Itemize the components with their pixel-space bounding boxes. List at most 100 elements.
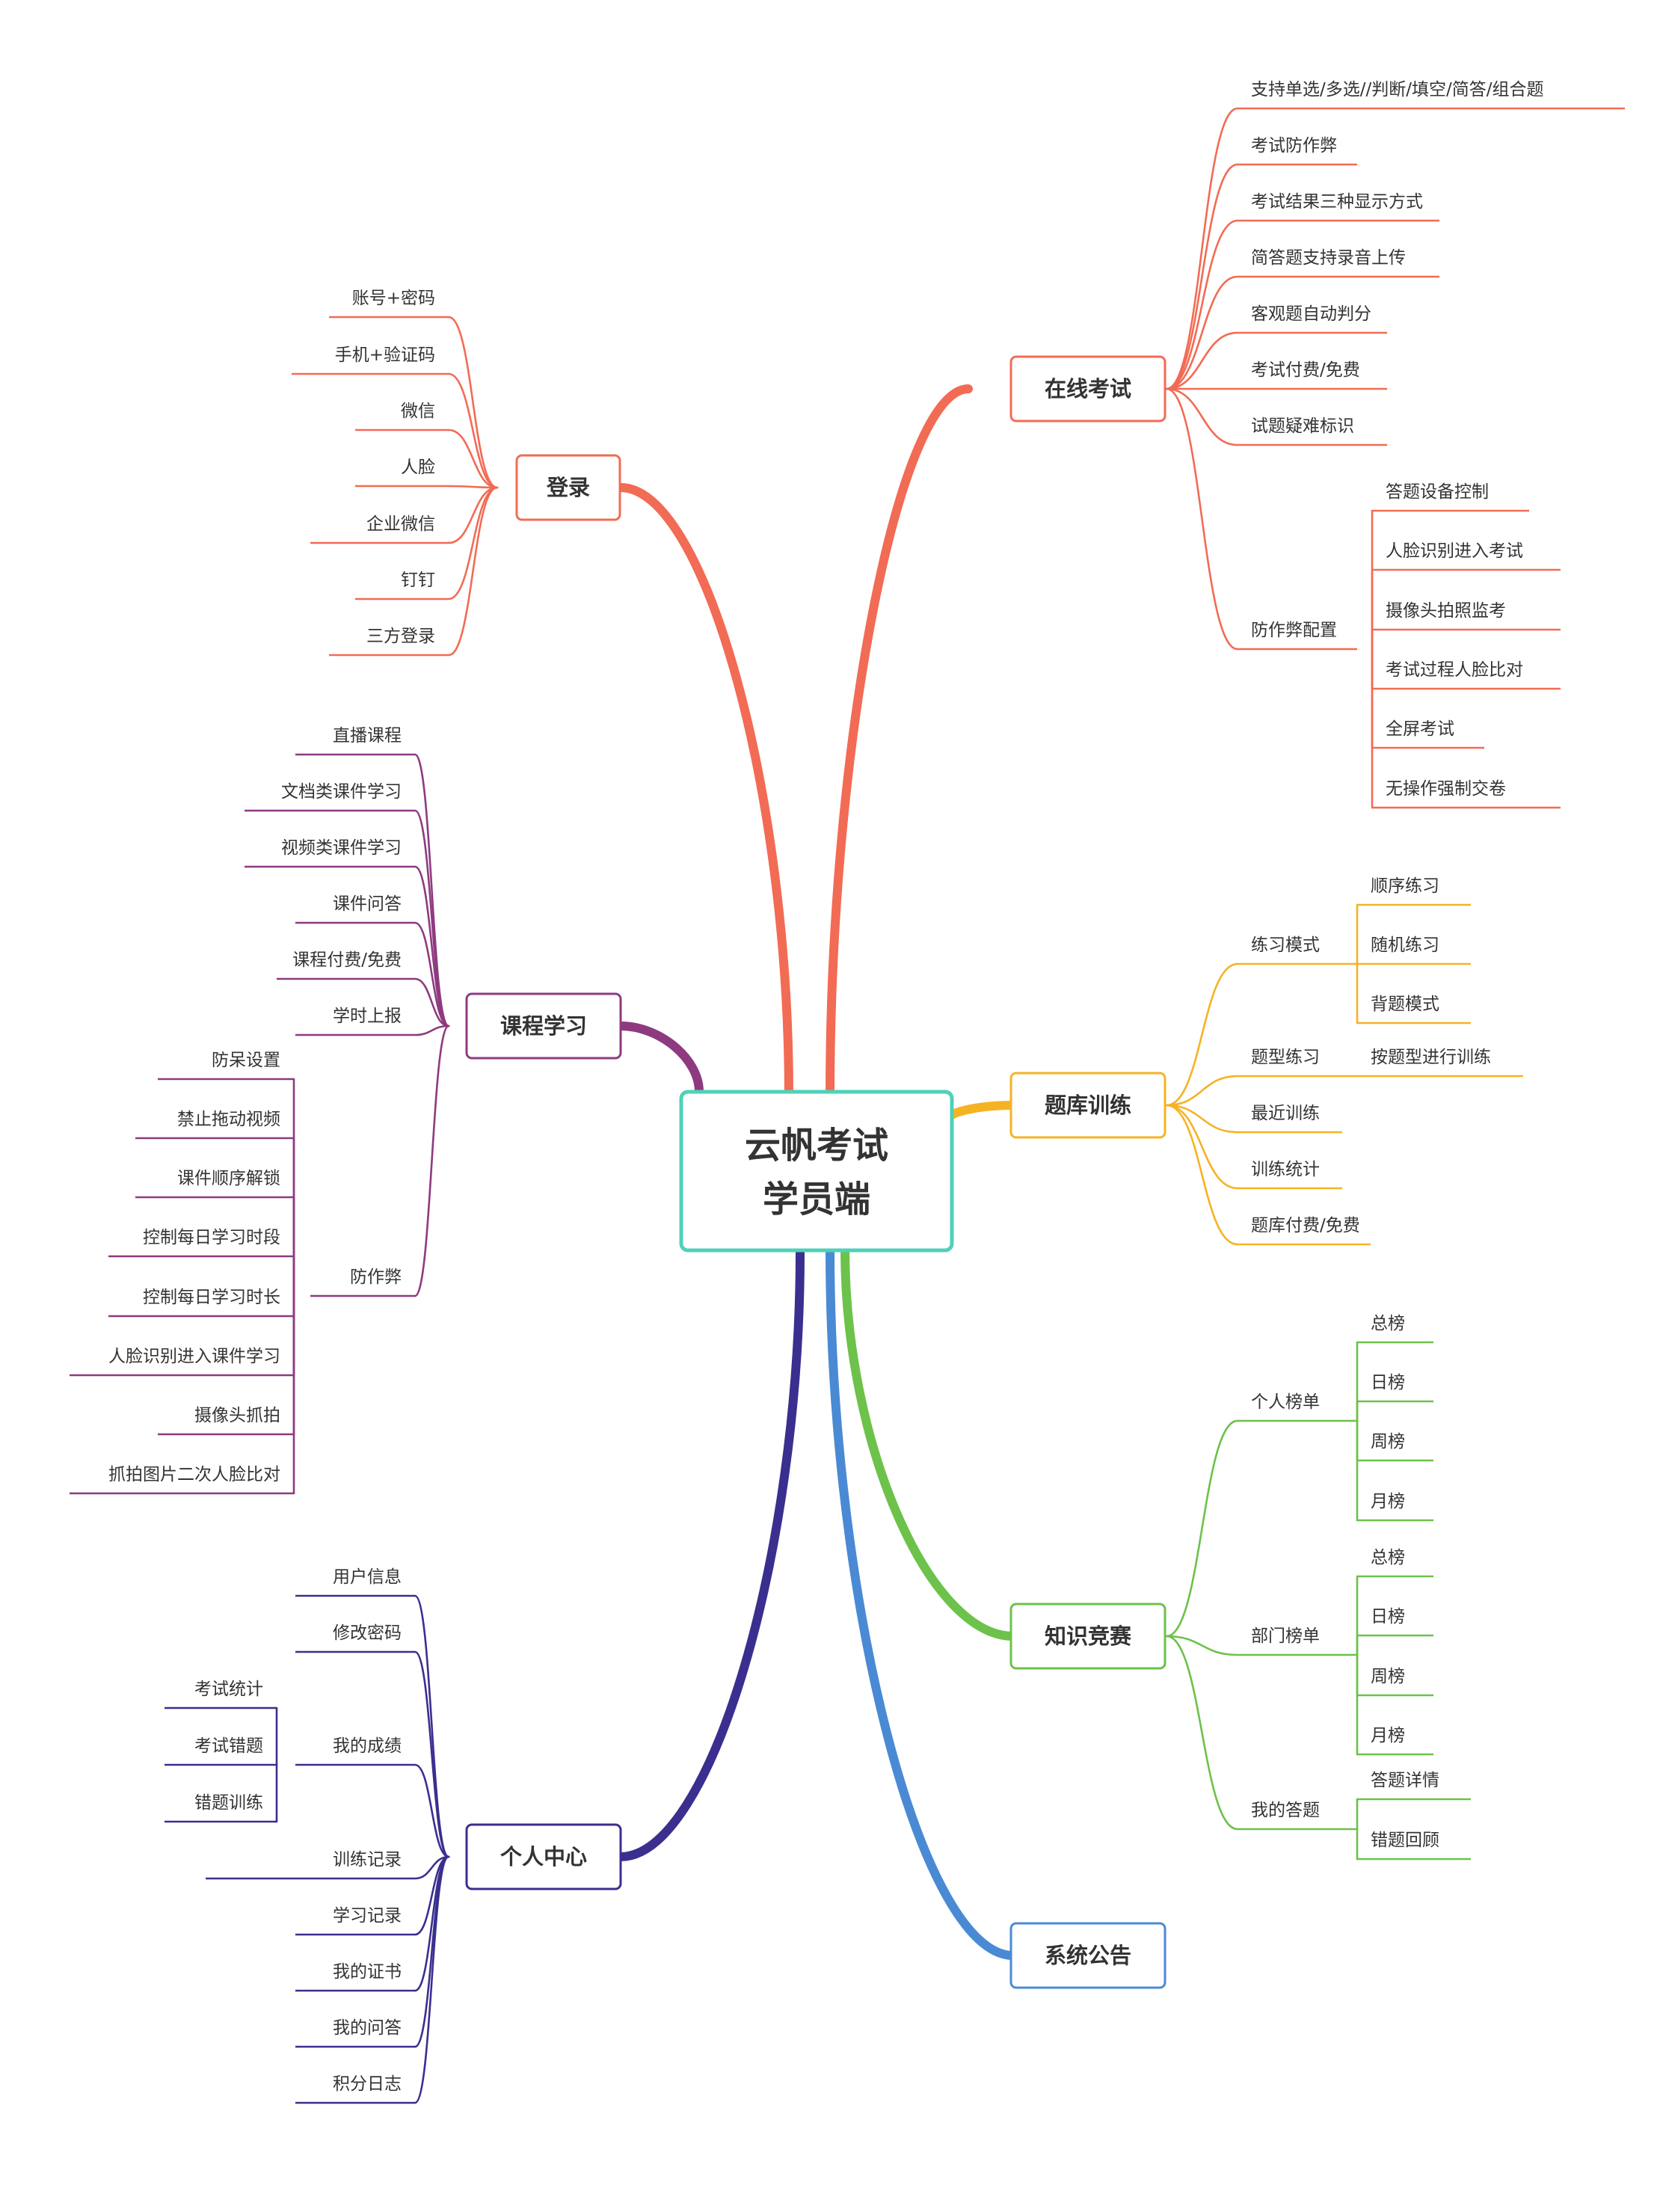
- topic-label-personal: 个人中心: [500, 1844, 587, 1870]
- topic-label-online-exam: 在线考试: [1045, 376, 1131, 402]
- topic-label-course: 课程学习: [500, 1013, 587, 1039]
- online-exam-item-3: 简答题支持录音上传: [1251, 248, 1406, 268]
- personal-rank-item-0: 总榜: [1371, 1314, 1405, 1333]
- dept-rank-item-3: 月榜: [1371, 1726, 1405, 1745]
- course-item-5: 学时上报: [333, 1007, 402, 1026]
- question-bank-item-0: 练习模式: [1251, 936, 1320, 955]
- central-title-line1: 云帆考试: [745, 1125, 888, 1167]
- login-item-6: 三方登录: [366, 627, 435, 646]
- topic-label-contest: 知识竞赛: [1045, 1623, 1132, 1649]
- anti-cheat-config-item-3: 考试过程人脸比对: [1386, 660, 1523, 680]
- course-anticheat-item-5: 人脸识别进入课件学习: [108, 1347, 280, 1366]
- practice-mode-item-2: 背题模式: [1371, 995, 1439, 1014]
- personal-item-3: 训练记录: [333, 1850, 402, 1870]
- anti-cheat-config-item-5: 无操作强制交卷: [1386, 779, 1506, 799]
- login-item-0: 账号+密码: [352, 289, 435, 308]
- connector-lines: [70, 107, 1625, 2104]
- question-bank-item-4: 题库付费/免费: [1251, 1216, 1360, 1235]
- connector-curve: [1165, 107, 1239, 390]
- personal-rank-item-1: 日榜: [1371, 1373, 1405, 1392]
- my-score-item-2: 错题训练: [194, 1793, 263, 1813]
- main-branch-line: [945, 1101, 1018, 1122]
- personal-item-7: 积分日志: [333, 2074, 402, 2094]
- dept-rank-item-0: 总榜: [1371, 1548, 1405, 1567]
- personal-item-5: 我的证书: [333, 1962, 402, 1982]
- login-item-1: 手机+验证码: [335, 345, 435, 365]
- connector-curve: [414, 1024, 450, 1297]
- course-anticheat-item-3: 控制每日学习时段: [143, 1228, 280, 1247]
- connector-curve: [414, 809, 450, 1027]
- topic-label-login: 登录: [546, 475, 590, 500]
- connector-curve: [414, 865, 450, 1027]
- login-item-5: 钉钉: [401, 571, 435, 590]
- connector-curve: [414, 1763, 450, 1858]
- course-anticheat-item-4: 控制每日学习时长: [143, 1288, 280, 1307]
- my-score-item-0: 考试统计: [194, 1680, 263, 1699]
- connector-curve: [1165, 962, 1239, 1107]
- connector-curve: [447, 485, 499, 489]
- contest-item-0: 个人榜单: [1251, 1392, 1320, 1412]
- personal-rank-item-2: 周榜: [1371, 1432, 1405, 1451]
- connector-curve: [1165, 387, 1239, 446]
- main-branch-line: [840, 1244, 1018, 1641]
- anti-cheat-config-item-2: 摄像头拍照监考: [1386, 601, 1506, 621]
- topic-box-notice: [1009, 1922, 1166, 1989]
- personal-item-1: 修改密码: [333, 1623, 402, 1643]
- question-bank-item-2: 最近训练: [1251, 1104, 1320, 1123]
- connector-curve: [1165, 1075, 1239, 1107]
- question-bank-item-3: 训练统计: [1251, 1160, 1320, 1179]
- central-topic-box: [679, 1090, 954, 1253]
- login-item-3: 人脸: [401, 458, 435, 477]
- connector-curve: [1165, 1635, 1239, 1656]
- connector-curve: [1165, 1104, 1239, 1134]
- connector-curve: [447, 486, 499, 600]
- dept-rank-item-2: 周榜: [1371, 1667, 1405, 1686]
- connector-curve: [414, 1594, 450, 1858]
- my-answers-item-0: 答题详情: [1371, 1771, 1439, 1790]
- connector-curve: [447, 486, 499, 544]
- connector-curve: [1165, 1635, 1239, 1831]
- main-branch-line: [826, 384, 973, 1100]
- personal-item-2: 我的成绩: [333, 1736, 402, 1756]
- connector-curve: [414, 1024, 450, 1036]
- anti-cheat-config-item-4: 全屏考试: [1386, 719, 1454, 739]
- course-item-0: 直播课程: [333, 726, 402, 746]
- connector-curve: [414, 977, 450, 1027]
- connector-curve: [414, 753, 450, 1027]
- topic-box-question-bank: [1009, 1072, 1166, 1139]
- main-branch-line: [826, 1244, 1018, 1960]
- connector-curve: [414, 1650, 450, 1858]
- contest-item-2: 我的答题: [1251, 1801, 1320, 1820]
- connector-curve: [1165, 1104, 1239, 1246]
- course-item-2: 视频类课件学习: [281, 838, 402, 858]
- my-score-item-1: 考试错题: [194, 1736, 263, 1756]
- mind-map-nodes: 支持单选/多选//判断/填空/简答/组合题考试防作弊考试结果三种显示方式简答题支…: [108, 80, 1544, 2094]
- online-exam-item-1: 考试防作弊: [1251, 136, 1337, 156]
- course-anticheat-item-1: 禁止拖动视频: [177, 1110, 280, 1129]
- online-exam-item-0: 支持单选/多选//判断/填空/简答/组合题: [1251, 80, 1544, 99]
- topic-box-online-exam: [1009, 355, 1166, 423]
- connector-curve: [447, 316, 499, 489]
- course-anticheat-item-7: 抓拍图片二次人脸比对: [108, 1465, 280, 1484]
- connector-curve: [1165, 331, 1239, 390]
- practice-mode-item-0: 顺序练习: [1371, 876, 1439, 896]
- question-type-item-0: 按题型进行训练: [1371, 1048, 1491, 1067]
- personal-rank-item-3: 月榜: [1371, 1492, 1405, 1511]
- connector-curve: [1165, 387, 1239, 651]
- personal-item-4: 学习记录: [333, 1906, 402, 1926]
- topic-label-notice: 系统公告: [1045, 1943, 1131, 1968]
- connector-curve: [1165, 163, 1239, 390]
- course-item-3: 课件问答: [333, 894, 402, 914]
- question-bank-item-1: 题型练习: [1251, 1048, 1320, 1067]
- online-exam-item-4: 客观题自动判分: [1251, 304, 1371, 324]
- personal-item-6: 我的问答: [333, 2018, 402, 2038]
- topic-box-personal: [465, 1823, 622, 1890]
- connector-curve: [414, 921, 450, 1027]
- connector-curve: [447, 372, 499, 489]
- anti-cheat-config-item-1: 人脸识别进入考试: [1386, 541, 1523, 561]
- connector-curve: [1165, 219, 1239, 390]
- course-anticheat-item-6: 摄像头抓拍: [194, 1406, 280, 1425]
- topic-label-question-bank: 题库训练: [1045, 1093, 1131, 1118]
- practice-mode-item-1: 随机练习: [1371, 936, 1439, 955]
